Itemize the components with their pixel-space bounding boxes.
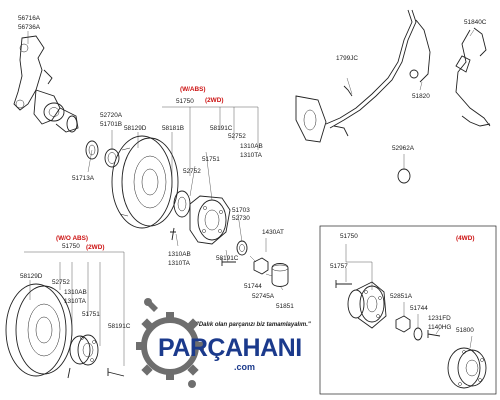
badge-4wd: (4WD) bbox=[456, 235, 474, 242]
4wd-box bbox=[319, 225, 497, 395]
label-51701B: 51701B bbox=[100, 121, 122, 128]
label-51757: 51757 bbox=[330, 263, 348, 270]
label-56736A: 56736A bbox=[18, 24, 41, 31]
brake-disc-bottom bbox=[5, 283, 73, 377]
label-58191C-mid: 58191C bbox=[216, 255, 239, 262]
label-1799JC: 1799JC bbox=[336, 55, 358, 62]
steering-knuckle bbox=[13, 35, 79, 133]
label-51713A: 51713A bbox=[72, 175, 95, 182]
label-51750-top: 51750 bbox=[176, 98, 194, 105]
label-52752-top: 52752 bbox=[228, 133, 246, 140]
label-51744-mid: 51744 bbox=[244, 283, 262, 290]
hub-bottom bbox=[67, 334, 125, 379]
label-1310TA-mid: 1310TA bbox=[168, 260, 191, 267]
label-51703: 51703 bbox=[232, 207, 250, 214]
label-51800: 51800 bbox=[456, 327, 474, 334]
brake-hose-assembly bbox=[295, 9, 491, 143]
watermark-brand: PARÇAHANI bbox=[158, 334, 302, 362]
label-1140HG: 1140HG bbox=[428, 324, 451, 331]
bearing-51701B bbox=[104, 148, 120, 168]
parcahani-watermark: "Dalık olan parçanızı biz tamamlayalım."… bbox=[136, 298, 311, 388]
label-51750-4wd: 51750 bbox=[340, 233, 358, 240]
label-56716A: 56716A bbox=[18, 15, 41, 22]
label-58181B: 58181B bbox=[162, 125, 184, 132]
label-58191C-bottom: 58191C bbox=[108, 323, 131, 330]
label-51751-bottom: 51751 bbox=[82, 311, 100, 318]
label-52962A: 52962A bbox=[392, 145, 415, 152]
gear-logo-icon bbox=[136, 298, 204, 388]
watermark-tagline: "Dalık olan parçanızı biz tamamlayalım." bbox=[196, 322, 311, 328]
label-51751-top: 51751 bbox=[202, 156, 220, 163]
brake-disc-top bbox=[111, 135, 179, 229]
label-1310TA-bottom: 1310TA bbox=[64, 298, 87, 305]
label-1430AT: 1430AT bbox=[262, 229, 284, 236]
part-labels: 56716A 56736A 51713A 52720A 51701B 58129… bbox=[18, 15, 487, 334]
label-51820: 51820 bbox=[412, 93, 430, 100]
label-51851: 51851 bbox=[276, 303, 294, 310]
leader-lines bbox=[24, 29, 475, 366]
badge-2wd-top: (2WD) bbox=[205, 97, 223, 104]
badge-w-abs: (W/ABS) bbox=[180, 86, 206, 93]
o-ring-52962A bbox=[397, 168, 411, 184]
label-52752-mid: 52752 bbox=[183, 168, 201, 175]
label-58191C-top: 58191C bbox=[210, 125, 233, 132]
label-1310TA-top: 1310TA bbox=[240, 152, 263, 159]
variant-badges: (W/ABS) (2WD) (W/O ABS) (2WD) (4WD) bbox=[56, 86, 474, 251]
label-58129D-top: 58129D bbox=[124, 125, 147, 132]
label-52851A: 52851A bbox=[390, 293, 413, 300]
label-1310AB-top: 1310AB bbox=[240, 143, 263, 150]
label-51744-4wd: 51744 bbox=[410, 305, 428, 312]
watermark-domain: .com bbox=[234, 362, 255, 372]
label-1310AB-bottom: 1310AB bbox=[64, 289, 87, 296]
hub-4wd bbox=[335, 280, 387, 329]
axle-nut-parts bbox=[221, 238, 289, 287]
label-58129D-bottom: 58129D bbox=[20, 273, 43, 280]
label-52720A: 52720A bbox=[100, 112, 123, 119]
label-51840C: 51840C bbox=[464, 19, 487, 26]
seal-51713A bbox=[85, 140, 99, 160]
label-1310AB-mid: 1310AB bbox=[168, 251, 191, 258]
label-52752-bottom: 52752 bbox=[52, 279, 70, 286]
label-52730: 52730 bbox=[232, 215, 250, 222]
label-51750-bottom: 51750 bbox=[62, 243, 80, 250]
hub-abs-top bbox=[170, 190, 231, 245]
badge-2wd-bottom: (2WD) bbox=[86, 244, 104, 251]
label-1231FD: 1231FD bbox=[428, 315, 451, 322]
label-52745A: 52745A bbox=[252, 293, 275, 300]
badge-wo-abs: (W/O ABS) bbox=[56, 235, 88, 242]
locking-hub-51800 bbox=[447, 347, 487, 389]
